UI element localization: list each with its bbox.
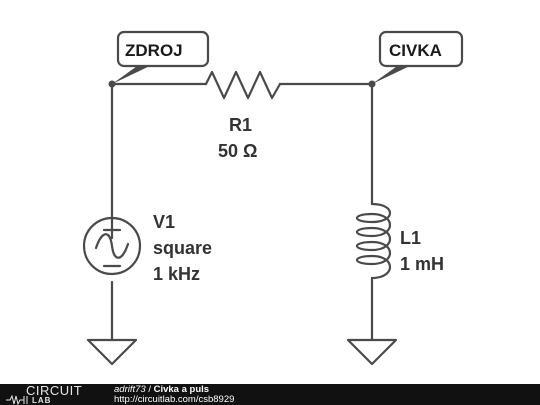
resistor-r1[interactable] [204, 70, 282, 100]
inductor-l1-value: 1 mH [400, 254, 444, 274]
resistor-r1-value: 50 Ω [218, 141, 257, 161]
footer-title[interactable]: Civka a puls [153, 384, 210, 395]
resistor-r1-name: R1 [229, 115, 252, 135]
net-tag-civka-label: CIVKA [389, 41, 442, 60]
inductor-l1-name: L1 [400, 228, 421, 248]
inductor-l1[interactable] [355, 202, 391, 290]
footer-url[interactable]: http://circuitlab.com/csb8929 [114, 394, 235, 405]
source-v1-frequency: 1 kHz [153, 264, 200, 284]
circuitlab-logo[interactable]: CIRCUIT LAB [4, 384, 94, 405]
footer-separator: / [145, 384, 154, 395]
circuit-schematic: R1 50 Ω V1 square 1 kHz L1 1 mH ZDROJ CI… [82, 30, 464, 366]
ground-right-icon [346, 338, 398, 366]
logo-text-circuit: CIRCUIT [26, 383, 83, 398]
voltage-source-v1[interactable] [82, 216, 142, 276]
logo-text-lab: LAB [32, 396, 52, 405]
net-tag-zdroj[interactable]: ZDROJ [112, 30, 210, 84]
wires [110, 82, 374, 342]
net-tag-zdroj-label: ZDROJ [125, 41, 183, 60]
circuit-wave-icon [6, 394, 28, 405]
footer-bar: CIRCUIT LAB adrift73 / Civka a puls http… [0, 384, 540, 405]
footer-credit: adrift73 / Civka a puls [114, 385, 209, 395]
source-v1-name: V1 [153, 212, 175, 232]
net-tag-civka[interactable]: CIVKA [372, 30, 464, 84]
source-v1-waveform: square [153, 238, 212, 258]
ground-left-icon [86, 338, 138, 366]
footer-author[interactable]: adrift73 [114, 384, 146, 395]
